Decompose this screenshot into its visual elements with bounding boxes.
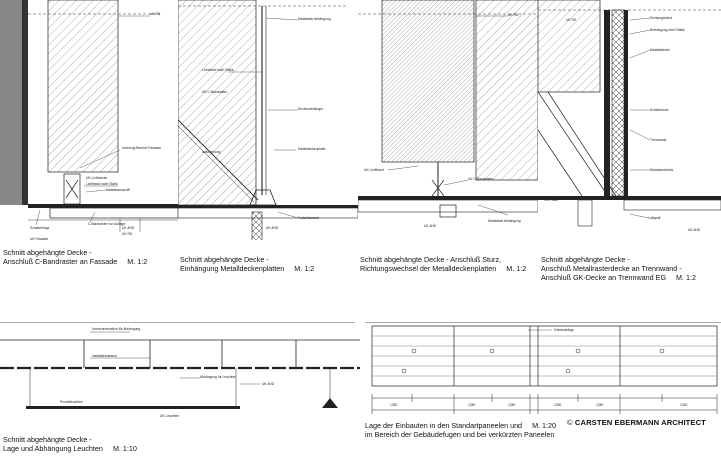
note-uk-ahd: UK AHD bbox=[262, 382, 275, 386]
note-metalldeckenplatte: Metalldeckenplatte bbox=[298, 147, 326, 151]
note-gk-platte: GK-Platte bbox=[544, 198, 559, 202]
note-abhaengung-leuchten: Abhängung für Leuchten bbox=[200, 375, 237, 379]
note-schallschutz: Schallschutz bbox=[650, 108, 669, 112]
note-metallstab: Metallstab Abhängung bbox=[298, 17, 331, 21]
note-uk-rd-2: UK RD bbox=[122, 232, 133, 236]
note-befestigung: Befestigung nach Statik bbox=[650, 28, 685, 32]
note-uk-rd: UK RD bbox=[150, 12, 161, 16]
note-uk-leuchten: UK Leuchten bbox=[160, 414, 180, 418]
row-divider bbox=[365, 322, 721, 323]
panel-caption: Schnitt abgehängte Decke - Anschluß C-Ba… bbox=[3, 248, 148, 266]
note-uk-lichtdecke: UK Lichtdecke bbox=[86, 176, 108, 180]
note-uk-ahd: UK AHD bbox=[122, 226, 135, 230]
architect-credit: © CARSTEN EBERMANN ARCHITECT bbox=[567, 418, 706, 427]
note-metallstanzprofil: Metallstanzprofil bbox=[106, 188, 130, 192]
note-uk-ahd: UK AHD bbox=[688, 228, 701, 232]
section-drawing-partition bbox=[538, 0, 721, 227]
note-trennwand: Trennwand bbox=[650, 138, 667, 142]
note-wandanschluss: Wandanschluss bbox=[650, 168, 674, 172]
note-lichtband: Lichtband nach Statik bbox=[86, 182, 118, 186]
note-federklammer: Federklammer bbox=[298, 216, 320, 220]
note-lichtband: Lichtband nach Statik bbox=[202, 68, 234, 72]
note-unterzug: Unterzug Bereich Fassade bbox=[122, 146, 162, 150]
dim-1250: 1250 bbox=[554, 403, 562, 407]
note-pendelleuchten: Pendelleuchten bbox=[60, 400, 83, 404]
note-uk-rd: UK RD bbox=[566, 18, 577, 22]
section-drawing-facade bbox=[0, 0, 178, 232]
note-metallstaender: Metallständer bbox=[650, 48, 670, 52]
note-gebaeudefuge: Gebäudefuge bbox=[554, 328, 574, 332]
detail-panel-panel-layout: Gebäudefuge 1250 1250 1250 1250 1250 125… bbox=[362, 322, 721, 460]
note-installationsraum: Installationsraum bbox=[92, 354, 117, 358]
panel-caption: Schnitt abgehängte Decke - Anschluß Meta… bbox=[541, 255, 697, 282]
panel-caption: Schnitt abgehängte Decke - Anschluß Stur… bbox=[360, 255, 527, 273]
dim-1250: 1250 bbox=[468, 403, 476, 407]
detail-panel-suspension: Metallstab Abhängung Lichtband nach Stat… bbox=[178, 0, 358, 275]
note-unterkonstruktion: Unterkonstruktion für Abhängung bbox=[92, 327, 141, 331]
section-drawing-suspension bbox=[178, 0, 358, 240]
detail-panel-partition: Dichtungsband UK RD Befestigung nach Sta… bbox=[538, 0, 721, 285]
note-metallstab: Metallstab Abhängung bbox=[488, 219, 521, 223]
detail-panel-facade: UK RD Unterzug Bereich Fassade UK Lichtd… bbox=[0, 0, 178, 275]
dim-1250: 1250 bbox=[596, 403, 604, 407]
note-ausdehnung: Ausdehnung bbox=[202, 150, 221, 154]
note-uk-c-bandraster: UK C-Bandraster bbox=[202, 90, 228, 94]
plan-drawing-panel-layout bbox=[371, 325, 718, 414]
panel-caption: Lage der Einbauten in den Standartpaneel… bbox=[365, 421, 557, 439]
panel-caption: Schnitt abgehängte Decke - Lage und Abhä… bbox=[3, 435, 137, 453]
dim-1250: 1250 bbox=[680, 403, 688, 407]
detail-panel-luminaires: Unterkonstruktion für Abhängung Installa… bbox=[0, 322, 360, 460]
note-uk-c-bandraster: UK C-Bandraster bbox=[468, 177, 494, 181]
note-uk-ahd: UK AHD bbox=[424, 224, 437, 228]
section-drawing-luminaires bbox=[0, 331, 360, 409]
section-drawing-lintel bbox=[358, 0, 538, 218]
note-deckenabhaenger: Deckenabhänger bbox=[298, 107, 324, 111]
note-schattenfuge: Schattenfuge bbox=[30, 226, 50, 230]
note-c-bandraster: C-Bandraster nur Auflage bbox=[88, 222, 126, 226]
panel-caption: Schnitt abgehängte Decke - Einhängung Me… bbox=[180, 255, 315, 273]
row-divider bbox=[0, 322, 355, 323]
dim-1250: 1250 bbox=[508, 403, 516, 407]
note-uk-rd: UK RD bbox=[508, 13, 519, 17]
note-uk-lichtband: UK Lichtband bbox=[364, 168, 384, 172]
copyright-symbol: © bbox=[567, 418, 573, 427]
note-uk-fassade: UK Fassade bbox=[30, 237, 49, 241]
detail-panel-lintel: UK RD UK Lichtband UK C-Bandraster Metal… bbox=[358, 0, 538, 275]
note-luftspalt: Luftspalt bbox=[648, 216, 661, 220]
note-uk-ahd: UK AHD bbox=[266, 226, 279, 230]
dim-1250: 1250 bbox=[390, 403, 398, 407]
note-dichtungsband: Dichtungsband bbox=[650, 16, 672, 20]
